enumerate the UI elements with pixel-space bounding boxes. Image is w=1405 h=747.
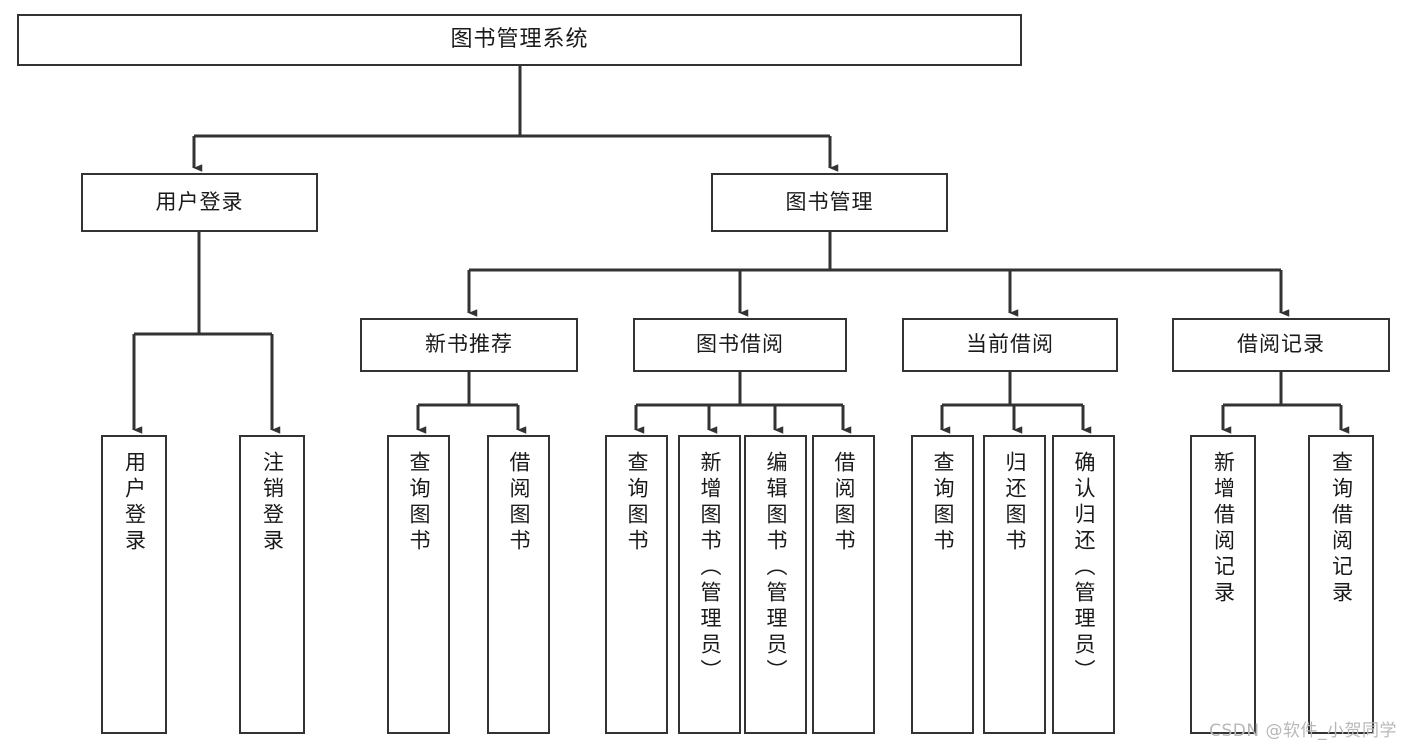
node-leaf-confirm-return-admin-label: 确认归还（管理员） [1072, 451, 1096, 685]
node-user-login[interactable]: 用户登录 [81, 173, 318, 232]
node-leaf-user-login[interactable]: 用户登录 [101, 435, 167, 734]
node-leaf-query-borrow-record[interactable]: 查询借阅记录 [1308, 435, 1374, 734]
node-leaf-confirm-return-admin[interactable]: 确认归还（管理员） [1052, 435, 1115, 734]
node-borrow-record-label: 借阅记录 [1237, 332, 1325, 357]
node-leaf-query-book-2-label: 查询图书 [625, 451, 649, 555]
node-leaf-query-borrow-record-label: 查询借阅记录 [1329, 451, 1354, 607]
node-leaf-return-book-label: 归还图书 [1003, 451, 1027, 555]
node-leaf-return-book[interactable]: 归还图书 [983, 435, 1046, 734]
node-leaf-query-book-3[interactable]: 查询图书 [911, 435, 974, 734]
node-leaf-edit-book-admin[interactable]: 编辑图书（管理员） [744, 435, 807, 734]
node-leaf-user-logout[interactable]: 注销登录 [239, 435, 305, 734]
node-leaf-borrow-book-2-label: 借阅图书 [832, 451, 856, 555]
node-book-borrow[interactable]: 图书借阅 [633, 318, 847, 372]
node-borrow-record[interactable]: 借阅记录 [1172, 318, 1390, 372]
node-leaf-user-login-label: 用户登录 [122, 451, 147, 555]
node-book-manage[interactable]: 图书管理 [711, 173, 948, 232]
node-leaf-query-book-1[interactable]: 查询图书 [387, 435, 450, 734]
node-leaf-borrow-book-2[interactable]: 借阅图书 [812, 435, 875, 734]
node-leaf-query-book-2[interactable]: 查询图书 [605, 435, 668, 734]
node-new-book-recommend[interactable]: 新书推荐 [360, 318, 578, 372]
node-leaf-add-book-admin[interactable]: 新增图书（管理员） [678, 435, 741, 734]
node-current-borrow[interactable]: 当前借阅 [902, 318, 1118, 372]
node-root[interactable]: 图书管理系统 [17, 14, 1022, 66]
node-root-label: 图书管理系统 [450, 26, 589, 52]
watermark: CSDN @软件_小贺同学 [1209, 721, 1397, 741]
node-leaf-edit-book-admin-label: 编辑图书（管理员） [764, 451, 788, 685]
node-new-book-recommend-label: 新书推荐 [425, 332, 513, 357]
node-leaf-add-borrow-record-label: 新增借阅记录 [1211, 451, 1236, 607]
node-leaf-borrow-book-1-label: 借阅图书 [507, 451, 531, 555]
node-leaf-query-book-1-label: 查询图书 [407, 451, 431, 555]
node-current-borrow-label: 当前借阅 [966, 332, 1054, 357]
node-book-manage-label: 图书管理 [785, 189, 874, 214]
node-leaf-user-logout-label: 注销登录 [260, 451, 285, 555]
node-leaf-add-borrow-record[interactable]: 新增借阅记录 [1190, 435, 1256, 734]
node-book-borrow-label: 图书借阅 [696, 332, 784, 357]
node-user-login-label: 用户登录 [155, 189, 244, 214]
node-leaf-borrow-book-1[interactable]: 借阅图书 [487, 435, 550, 734]
node-leaf-query-book-3-label: 查询图书 [931, 451, 955, 555]
node-leaf-add-book-admin-label: 新增图书（管理员） [698, 451, 722, 685]
